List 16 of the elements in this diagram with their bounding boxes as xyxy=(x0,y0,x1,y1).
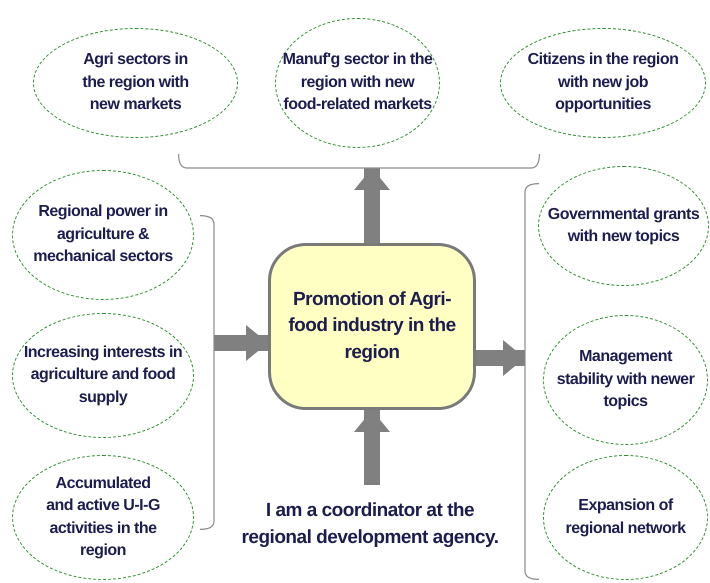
node-text: Agri sectors in the region with new markets xyxy=(81,50,190,116)
block-arrow xyxy=(354,410,390,485)
node-text: Accumulated and active U-I-G activities in the region xyxy=(46,474,160,561)
node-text: Promotion of Agri-food industry in the region xyxy=(287,288,457,365)
node-text: Increasing interests in agriculture and food supply xyxy=(22,342,184,408)
block-arrow xyxy=(214,325,268,361)
node-text: Management stability with newer topics xyxy=(556,347,696,412)
rounded-box xyxy=(268,243,476,410)
node-text: Regional power in agriculture & mechanical sectors xyxy=(32,202,174,268)
node-text: Citizens in the region with new job opportunities xyxy=(526,50,680,116)
node-text: Manuf'g sector in the region with new food-related markets xyxy=(282,50,432,116)
block-arrow xyxy=(476,340,525,376)
block-arrow xyxy=(354,168,390,243)
node-text: Expansion of regional network xyxy=(564,496,687,538)
node-text: Governmental grants with new topics xyxy=(546,204,700,247)
caption-text: I am a coordinator at the regional development agency. xyxy=(240,499,500,550)
